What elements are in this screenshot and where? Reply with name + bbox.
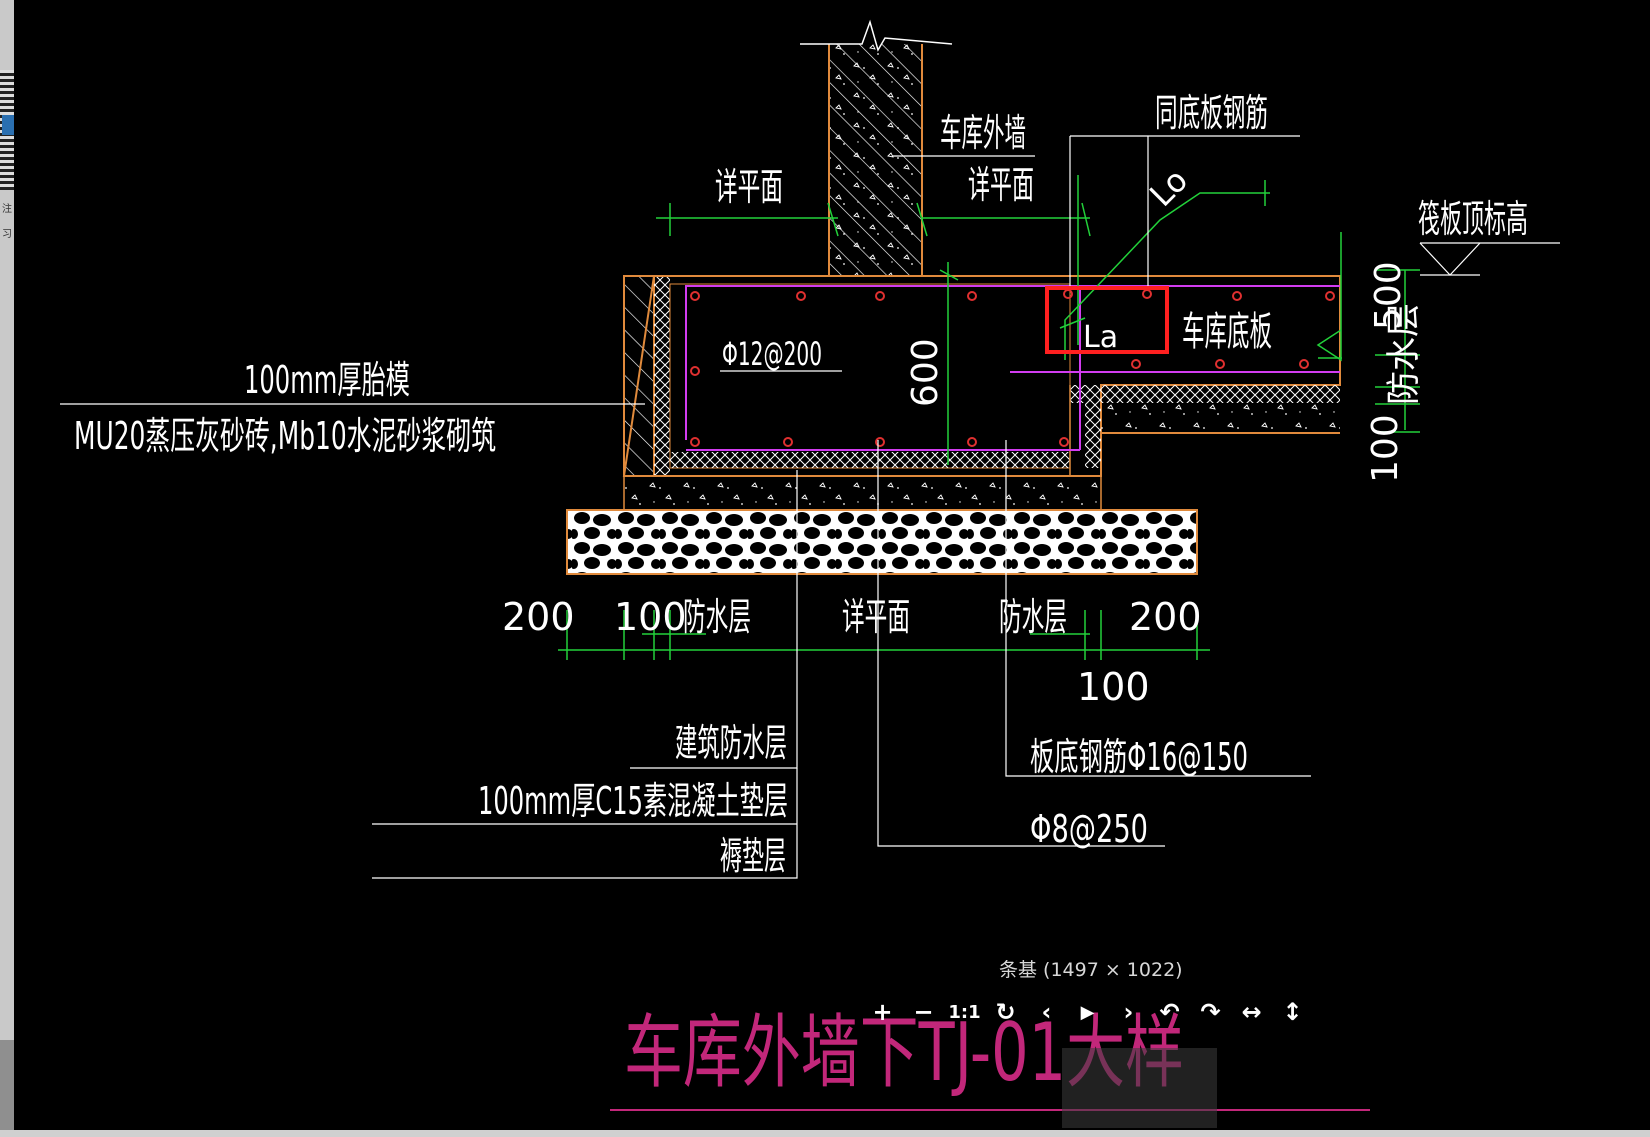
label-see-plan-right: 详平面 bbox=[968, 163, 1034, 207]
label-see-plan-bottom: 详平面 bbox=[842, 595, 910, 639]
drawing-title-group: 车库外墙下TJ-01大样 bbox=[610, 1006, 1370, 1128]
brick-mold bbox=[623, 275, 670, 477]
image-caption: 条基 (1497 × 1022) bbox=[999, 959, 1183, 981]
label-see-plan-left: 详平面 bbox=[715, 165, 783, 209]
viewer-toolbar: + − 1:1 ↻ ‹ ▶ › ↶ ↷ ↔ ↕ bbox=[862, 992, 1313, 1032]
rotate-right-button[interactable]: ↷ bbox=[1200, 998, 1221, 1026]
label-garage-bottom-slab: 车库底板 bbox=[1182, 309, 1272, 355]
play-button[interactable]: ▶ bbox=[1080, 1001, 1095, 1023]
side-text-2: 习 bbox=[2, 229, 12, 240]
label-rebar-phi12: Φ12@200 bbox=[722, 335, 822, 373]
garage-wall-section bbox=[800, 19, 953, 276]
label-building-waterproof: 建筑防水层 bbox=[675, 721, 787, 765]
qr-code-logo bbox=[2, 115, 14, 135]
label-dim-500: 500 bbox=[1368, 261, 1409, 330]
label-dim-600: 600 bbox=[905, 338, 946, 407]
side-text-1: 注 bbox=[2, 204, 12, 215]
thumbnail-navigator[interactable] bbox=[1062, 1048, 1217, 1128]
gravel-cushion bbox=[566, 509, 1198, 575]
label-dim-200-right: 200 bbox=[1129, 595, 1202, 639]
bottom-scrollbar[interactable] bbox=[0, 1130, 1650, 1137]
label-raft-top-elevation: 筏板顶标高 bbox=[1418, 197, 1528, 241]
rebar-dots bbox=[690, 289, 1335, 447]
rotate-left-button[interactable]: ↶ bbox=[1159, 998, 1180, 1026]
label-la: La bbox=[1083, 320, 1118, 355]
reset-button[interactable]: ↻ bbox=[995, 998, 1016, 1026]
label-brick-mold: 100mm厚胎模 bbox=[244, 358, 410, 402]
foundation-beam bbox=[622, 275, 1341, 511]
flip-horizontal-button[interactable]: ↔ bbox=[1241, 998, 1262, 1026]
left-side-panel: 注 习 bbox=[0, 0, 14, 1137]
zoom-out-button[interactable]: − bbox=[913, 998, 934, 1026]
zoom-in-button[interactable]: + bbox=[872, 998, 893, 1026]
label-dim-100-right: 100 bbox=[1365, 414, 1406, 483]
label-same-as-slab-rebar: 同底板钢筋 bbox=[1155, 91, 1268, 135]
label-lo: Lo bbox=[1142, 161, 1195, 214]
label-dim-100-bottom: 100 bbox=[1077, 665, 1150, 709]
flip-vertical-button[interactable]: ↕ bbox=[1282, 998, 1303, 1026]
label-waterproof-bottom-left: 防水层 bbox=[683, 595, 751, 639]
previous-button[interactable]: ‹ bbox=[1041, 998, 1052, 1026]
label-c15-cushion: 100mm厚C15素混凝土垫层 bbox=[478, 779, 788, 823]
leader-lines bbox=[60, 135, 1560, 879]
side-panel-lower bbox=[0, 1040, 14, 1137]
label-dim-100-left: 100 bbox=[614, 595, 687, 639]
highlight-box bbox=[1045, 286, 1169, 354]
label-brick-spec: MU20蒸压灰砂砖,Mb10水泥砂浆砌筑 bbox=[74, 414, 496, 458]
next-button[interactable]: › bbox=[1123, 998, 1134, 1026]
label-rebar-phi8: Φ8@250 bbox=[1030, 807, 1148, 851]
label-waterproof-bottom-right: 防水层 bbox=[999, 595, 1067, 639]
label-cushion-layer: 褥垫层 bbox=[720, 834, 786, 878]
label-dim-200-left: 200 bbox=[502, 595, 575, 639]
actual-size-button[interactable]: 1:1 bbox=[948, 1001, 981, 1023]
label-garage-outer-wall: 车库外墙 bbox=[940, 111, 1026, 155]
label-slab-bottom-rebar: 板底钢筋Φ16@150 bbox=[1030, 735, 1248, 779]
dimension-lines bbox=[558, 175, 1420, 660]
label-waterproof-right: 防水层 bbox=[1384, 303, 1424, 405]
